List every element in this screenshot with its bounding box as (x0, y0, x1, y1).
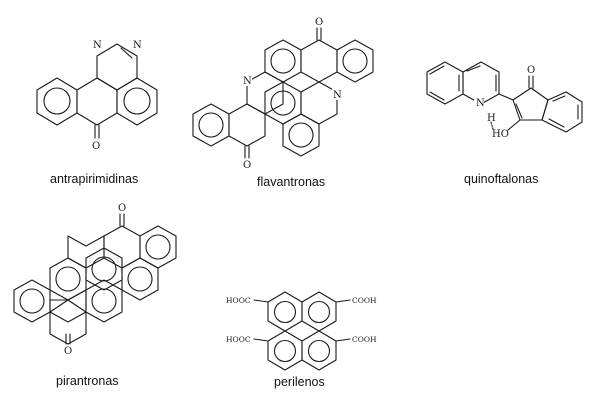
quinoftalonas-hydroxyl-bond (507, 119, 521, 131)
quinoftalonas-pyridine-double-bond-1 (466, 65, 481, 72)
perilenos-cooh-bottom-right: COOH (352, 335, 377, 344)
pirantronas-right-middle-aromatic-circle (127, 266, 153, 292)
quinoftalonas-carbonyl-oxygen: O (527, 65, 535, 76)
perilenos-cooh-top-right: COOH (352, 296, 377, 305)
flavantronas-upper-middle-ring (264, 39, 302, 83)
perilenos-top-left-ring (267, 291, 303, 332)
structure-perilenos: HOOC HOOC COOH COOH (226, 291, 377, 371)
flavantronas-lower-left-ring (192, 103, 230, 147)
flavantronas-top-right-aromatic-circle (342, 48, 368, 74)
antrapirimidinas-right-aromatic-circle (123, 87, 151, 115)
quinoftalonas-hydroxyl-label: HO (492, 129, 509, 140)
quinoftalonas-linking-bond (498, 93, 514, 101)
quinoftalonas-indane-benzene-ring (541, 91, 583, 133)
antrapirimidinas-right-benzene-ring (116, 77, 158, 126)
pirantronas-top-right-aromatic-circle (145, 234, 171, 260)
antrapirimidinas-pyrimidine-double-bond (120, 47, 133, 59)
perilenos-bottom-right-aromatic-circle (307, 339, 331, 363)
quinoftalonas-nitrogen: N (476, 98, 485, 109)
perilenos-hooc-top-left: HOOC (226, 296, 251, 305)
caption-antrapirimidinas: antrapirimidinas (50, 172, 139, 186)
pirantronas-upper-aromatic-circle (91, 256, 117, 282)
pirantronas-upper-ring (85, 247, 123, 291)
antrapirimidinas-left-benzene-ring (36, 77, 78, 126)
perilenos-bond-top-left-acid (253, 299, 269, 303)
quinoftalonas-indane-double-bond-1 (552, 95, 566, 102)
perilenos-top-right-ring (301, 291, 337, 332)
perilenos-bottom-left-aromatic-circle (273, 339, 297, 363)
structure-quinoftalonas: N H HO O (426, 61, 583, 140)
pirantronas-left-upper-aromatic-circle (55, 266, 81, 292)
flavantronas-central-aromatic-circle (270, 90, 296, 116)
pirantronas-left-upper-ring (49, 257, 87, 301)
flavantronas-lower-quinone-ring (228, 103, 266, 147)
flavantronas-oxygen-top: O (315, 17, 323, 28)
flavantronas-top-quinone-ring (300, 39, 338, 83)
quinoftalonas-cyclopentene-ring (512, 87, 549, 121)
perilenos-top-right-aromatic-circle (307, 300, 331, 324)
flavantronas-nitrogen-right: N (333, 90, 342, 101)
structure-antrapirimidinas: N N O (36, 38, 158, 152)
quinoftalonas-quinoline-benzene-ring (426, 61, 464, 105)
antrapirimidinas-nitrogen-left: N (93, 40, 102, 51)
antrapirimidinas-pyrimidine-ring (96, 43, 138, 91)
perilenos-hooc-bottom-left: HOOC (226, 335, 251, 344)
quinoftalonas-hydrogen-bond (490, 121, 494, 130)
pirantronas-top-right-ring (139, 225, 177, 269)
flavantronas-lower-left-aromatic-circle (198, 112, 224, 138)
flavantronas-nitrogen-left: N (243, 76, 252, 87)
flavantronas-oxygen-bottom: O (243, 160, 251, 171)
pirantronas-bottom-left-aromatic-circle (19, 288, 45, 314)
pirantronas-middle-ring (85, 279, 123, 323)
perilenos-bottom-right-ring (301, 330, 337, 371)
flavantronas-right-pyridine-ring (300, 81, 338, 125)
antrapirimidinas-central-ring (76, 77, 118, 126)
quinoftalonas-benzene-double-bond-1 (429, 65, 445, 75)
quinoftalonas-benzene-double-bond-2 (429, 91, 445, 101)
perilenos-top-left-aromatic-circle (273, 300, 297, 324)
flavantronas-top-right-ring (336, 39, 374, 83)
perilenos-bottom-left-ring (267, 330, 303, 371)
perilenos-bond-bottom-left-acid (253, 338, 269, 342)
caption-quinoftalonas: quinoftalonas (464, 172, 539, 186)
flavantronas-lower-right-ring (282, 113, 320, 157)
antrapirimidinas-nitrogen-right: N (133, 40, 142, 51)
quinoftalonas-indane-double-bond-3 (548, 118, 565, 128)
pirantronas-lower-center-ring (49, 289, 87, 323)
pirantronas-bottom-left-ring (13, 279, 51, 323)
structure-pirantronas: O O (13, 203, 177, 357)
pirantronas-middle-aromatic-circle (91, 288, 117, 314)
perilenos-bond-bottom-right-acid (335, 338, 351, 342)
caption-pirantronas: pirantronas (56, 374, 119, 388)
antrapirimidinas-left-aromatic-circle (43, 87, 71, 115)
pirantronas-right-middle-ring (121, 257, 159, 301)
caption-flavantronas: flavantronas (257, 175, 326, 189)
caption-perilenos: perilenos (274, 375, 325, 389)
quinoftalonas-hydrogen: H (487, 113, 496, 124)
antrapirimidinas-carbonyl-oxygen: O (92, 141, 100, 152)
flavantronas-lower-right-aromatic-circle (288, 122, 314, 148)
pirantronas-oxygen-bottom: O (64, 346, 72, 357)
quinoftalonas-enol-double-bond (515, 103, 523, 119)
perilenos-bond-top-right-acid (335, 299, 351, 303)
structure-flavantronas: O N N O (192, 17, 374, 171)
flavantronas-upper-middle-aromatic-circle (270, 48, 296, 74)
pirantronas-oxygen-top: O (118, 203, 126, 214)
